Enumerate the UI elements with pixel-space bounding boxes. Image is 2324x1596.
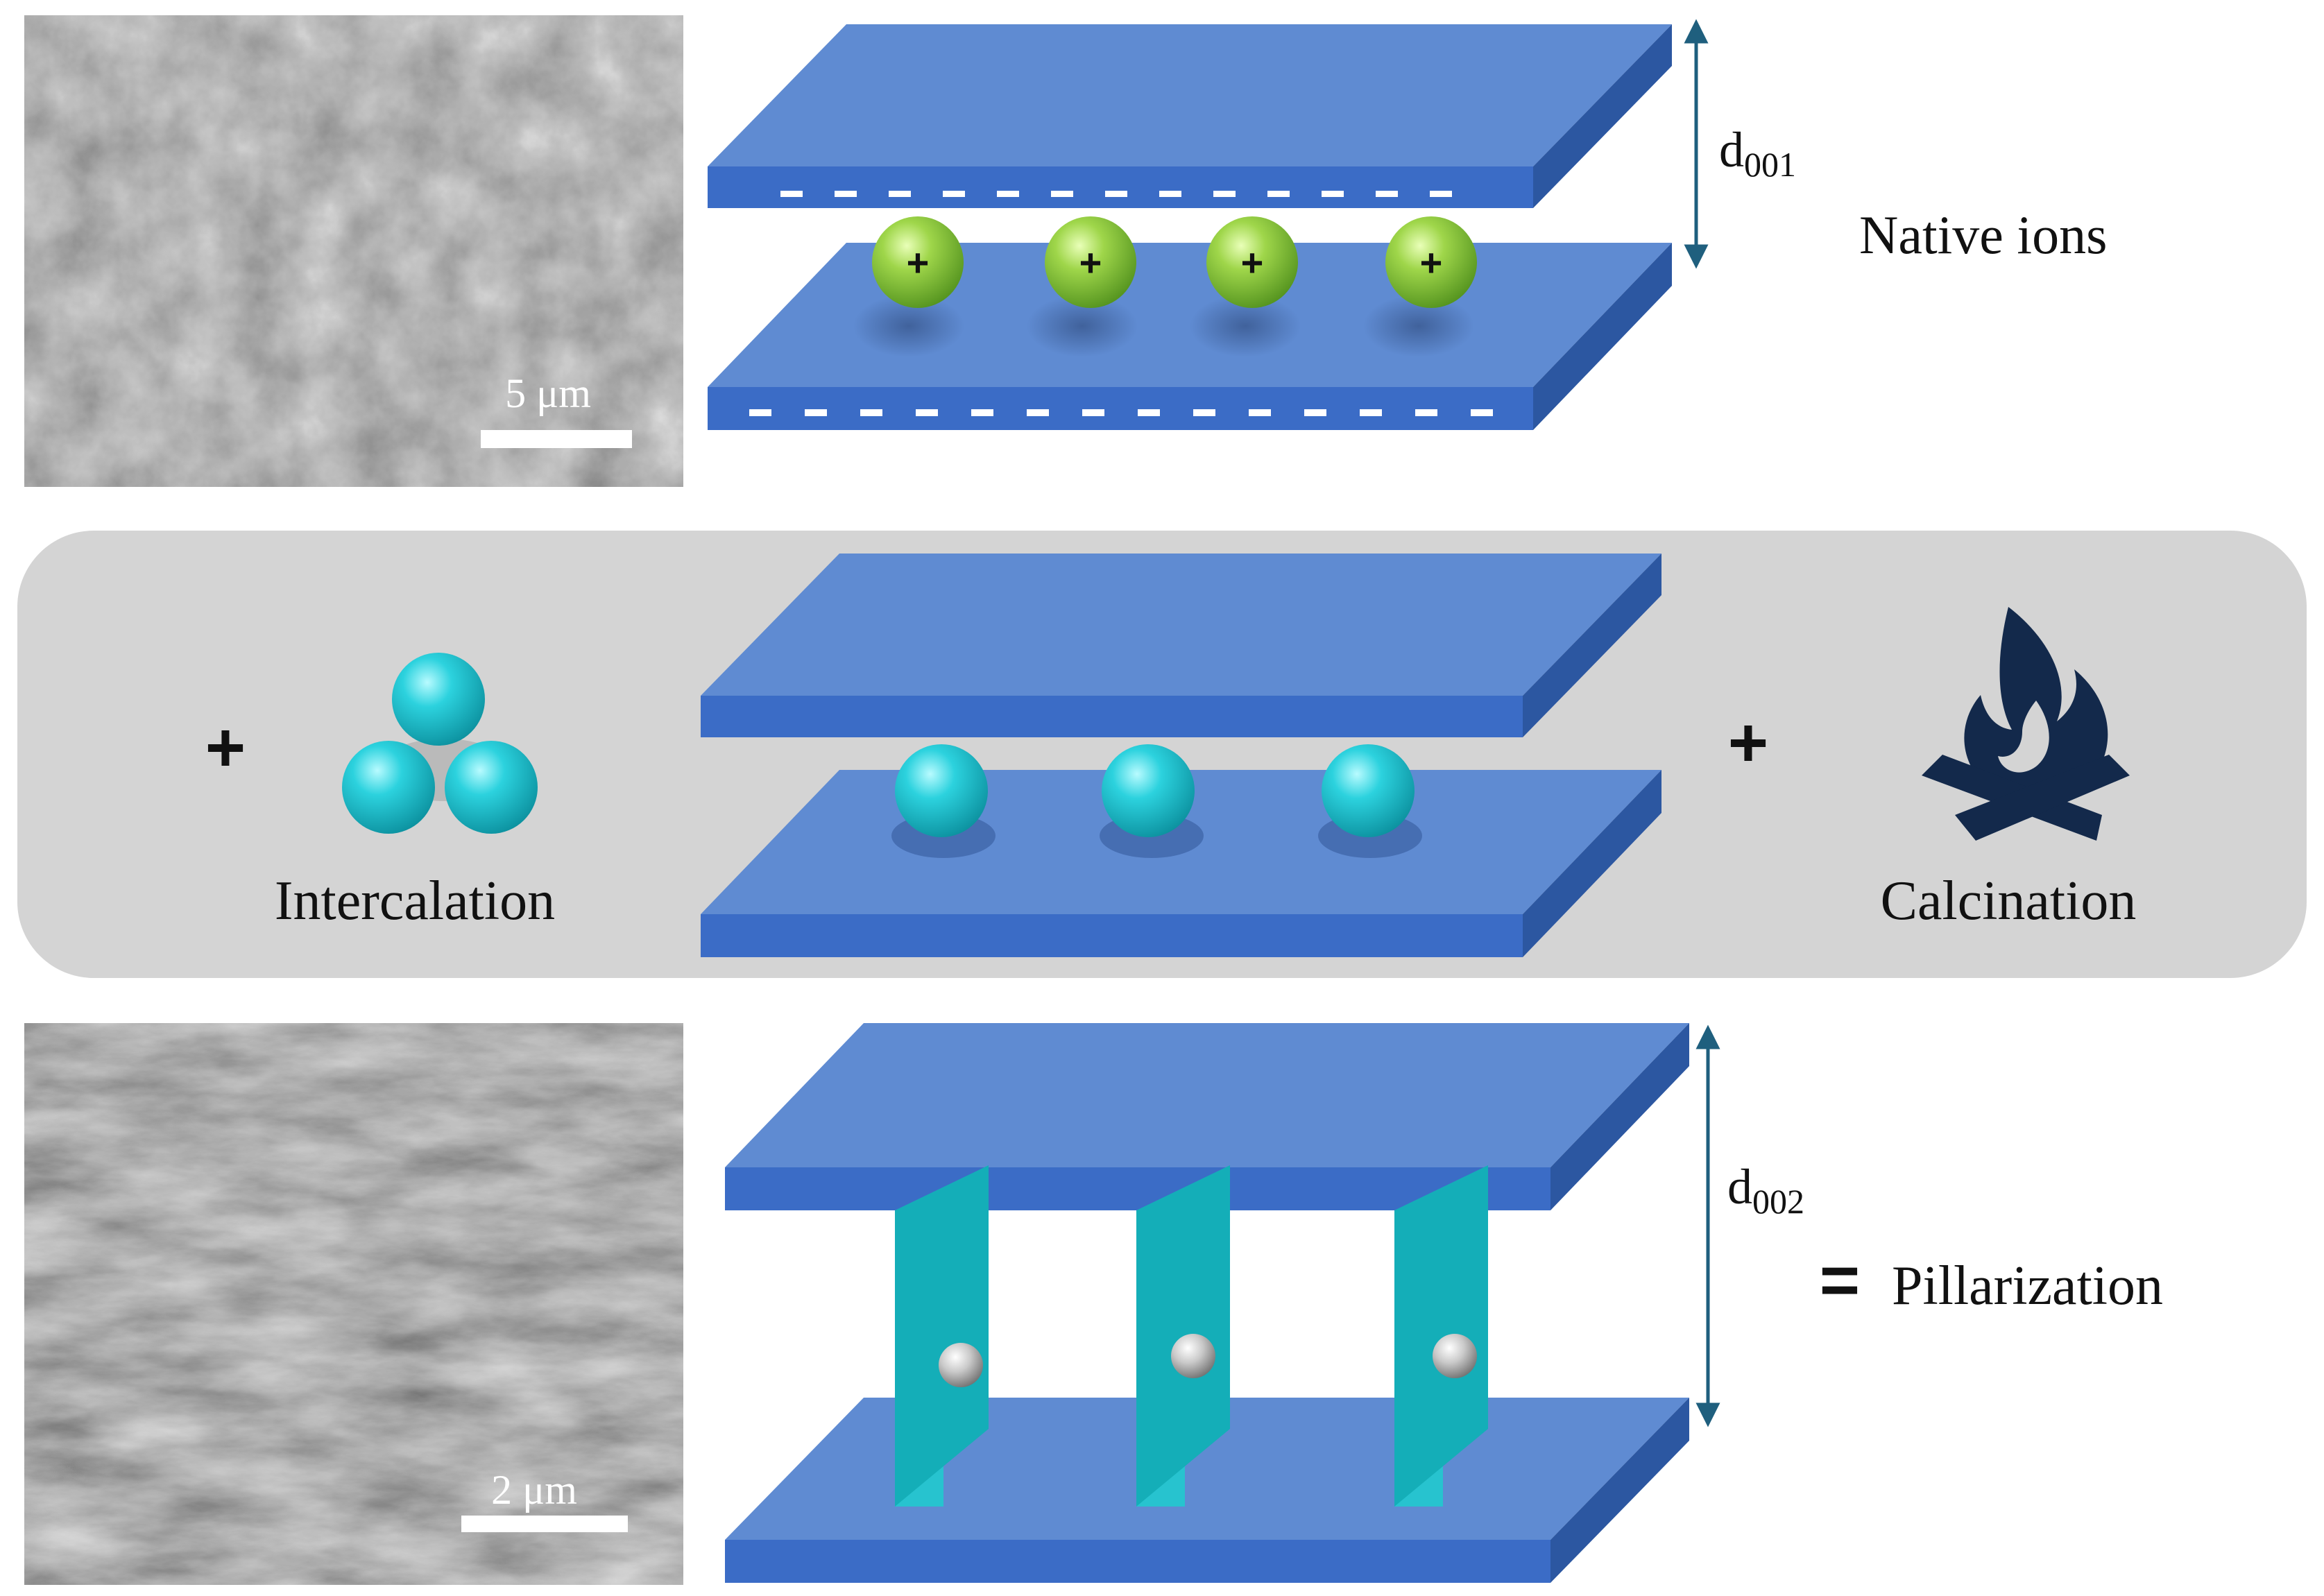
native-ion: +	[872, 216, 964, 308]
d001-label: d001	[1719, 122, 1796, 184]
plus-sign-right: +	[1728, 704, 1768, 782]
intercalant-cluster	[342, 653, 538, 834]
upper-layer-front	[701, 696, 1523, 737]
native-ions: + + + +	[853, 216, 1477, 357]
upper-layer-side	[1533, 24, 1672, 208]
scale-bar	[481, 430, 632, 448]
lower-layer-front	[708, 387, 1533, 430]
negative-charges-upper	[780, 191, 1452, 197]
oxide-pillar	[895, 1165, 989, 1507]
clay-layers-intercalated	[701, 554, 1661, 957]
sem-image-native: 5 μm	[24, 15, 683, 487]
upper-layer-top	[708, 24, 1672, 166]
intercalant-ball	[445, 741, 538, 834]
upper-layer-front	[708, 166, 1533, 208]
intercalation-caption: Intercalation	[275, 870, 555, 932]
lower-layer-side	[1523, 770, 1661, 957]
lower-layer-front	[701, 914, 1523, 957]
negative-charges-lower	[749, 409, 1493, 416]
native-ions-caption: Native ions	[1859, 205, 2107, 265]
clay-layers-native: + + + +	[708, 24, 1672, 430]
native-ion: +	[1385, 216, 1477, 308]
upper-layer-top	[701, 554, 1661, 696]
intercalant-ball	[342, 741, 435, 834]
svg-text:+: +	[1420, 241, 1443, 284]
oxide-pillar	[1394, 1165, 1488, 1507]
calcination-caption: Calcination	[1881, 870, 2137, 932]
clay-layers-pillared	[725, 1023, 1689, 1583]
upper-layer-side	[1523, 554, 1661, 737]
upper-layer-top	[725, 1023, 1689, 1167]
lower-layer-side	[1550, 1398, 1689, 1583]
intercalated-species	[891, 744, 1422, 858]
d002-label: d002	[1727, 1159, 1804, 1221]
scale-bar-label: 5 μm	[505, 370, 591, 416]
campfire-icon	[1922, 607, 2130, 841]
pillarization-caption: Pillarization	[1892, 1255, 2163, 1316]
scale-bar-label: 2 μm	[491, 1467, 577, 1513]
svg-text:+: +	[1241, 241, 1264, 284]
native-ion: +	[1206, 216, 1298, 308]
lower-layer-top	[708, 243, 1672, 387]
svg-text:+: +	[1079, 241, 1102, 284]
upper-layer-side	[1550, 1023, 1689, 1210]
scale-bar	[461, 1516, 628, 1532]
equals-sign: =	[1820, 1242, 1860, 1319]
sem-image-pillared: 2 μm	[24, 1023, 683, 1585]
native-ion: +	[1045, 216, 1136, 308]
lower-layer-front	[725, 1540, 1550, 1583]
svg-text:+: +	[907, 241, 930, 284]
lower-layer-side	[1533, 243, 1672, 430]
oxide-pillar	[1136, 1165, 1230, 1507]
plus-sign-left: +	[205, 709, 246, 787]
intercalant-ball	[392, 653, 485, 746]
